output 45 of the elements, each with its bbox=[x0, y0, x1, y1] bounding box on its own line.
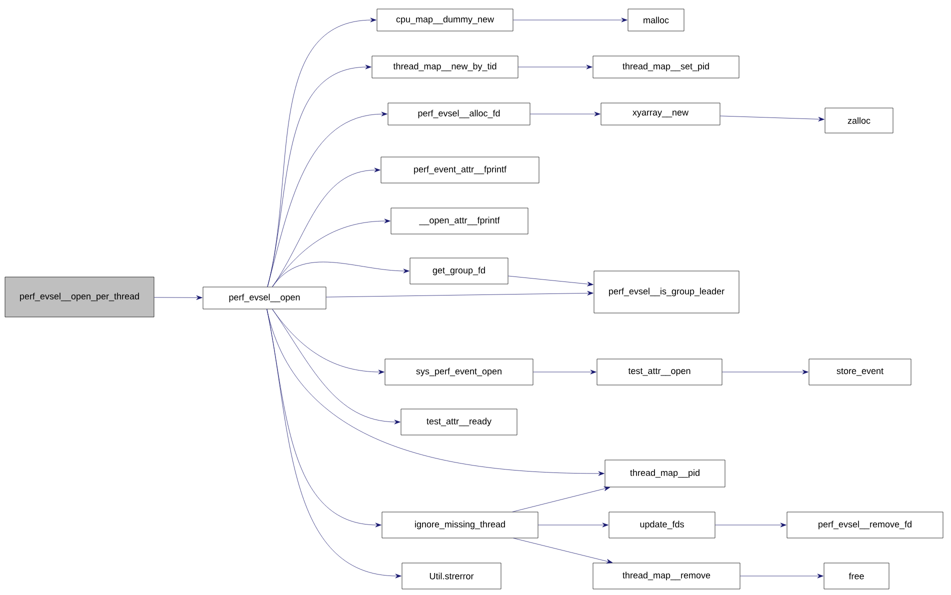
arrow bbox=[722, 370, 808, 374]
arrow bbox=[538, 522, 608, 528]
arrow bbox=[518, 64, 592, 70]
function-box: free bbox=[824, 562, 890, 590]
function-box: test_attr__ready bbox=[400, 408, 518, 436]
function-box: test_attr__open bbox=[596, 358, 722, 386]
arrow bbox=[266, 309, 402, 578]
function-box: xyarray__new bbox=[600, 102, 720, 126]
function-box: thread_map__pid bbox=[604, 460, 726, 488]
arrow bbox=[272, 309, 400, 424]
arrow bbox=[508, 276, 594, 286]
arrow bbox=[715, 522, 786, 528]
function-box: perf_evsel__open bbox=[202, 286, 326, 310]
arrow bbox=[740, 574, 824, 578]
arrow bbox=[272, 262, 410, 287]
function-box: thread_map__new_by_tid bbox=[372, 56, 518, 78]
function-box: update_fds bbox=[608, 512, 716, 538]
function-box: malloc bbox=[628, 8, 684, 32]
function-box: thread_map__remove bbox=[592, 562, 740, 590]
function-box: __open_attr__fprintf bbox=[390, 208, 528, 234]
function-box: perf_evsel__alloc_fd bbox=[388, 102, 530, 126]
arrow bbox=[266, 309, 604, 476]
arrow bbox=[513, 538, 613, 564]
arrow bbox=[326, 290, 594, 298]
function-box: perf_evsel__remove_fd bbox=[786, 512, 944, 538]
arrow bbox=[533, 370, 596, 374]
arrow bbox=[272, 218, 390, 287]
function-box: get_group_fd bbox=[410, 258, 508, 284]
function-box: store_event bbox=[808, 358, 912, 386]
function-box: perf_event_attr__fprintf bbox=[380, 156, 540, 184]
function-box: perf_evsel__open_per_thread bbox=[4, 276, 154, 318]
arrow bbox=[512, 486, 610, 512]
function-box: Util.strerror bbox=[402, 562, 502, 590]
function-box: ignore_missing_thread bbox=[382, 512, 538, 538]
function-box: sys_perf_event_open bbox=[384, 358, 534, 386]
arrow bbox=[530, 112, 600, 116]
arrow bbox=[267, 112, 388, 287]
arrow bbox=[513, 18, 628, 22]
arrow bbox=[272, 168, 380, 287]
arrow bbox=[154, 295, 202, 300]
function-box: perf_evsel__is_group_leader bbox=[594, 270, 740, 314]
arrow bbox=[720, 116, 824, 122]
function-box: zalloc bbox=[824, 108, 894, 134]
function-box: cpu_map__dummy_new bbox=[376, 8, 514, 32]
function-box: thread_map__set_pid bbox=[592, 56, 740, 78]
